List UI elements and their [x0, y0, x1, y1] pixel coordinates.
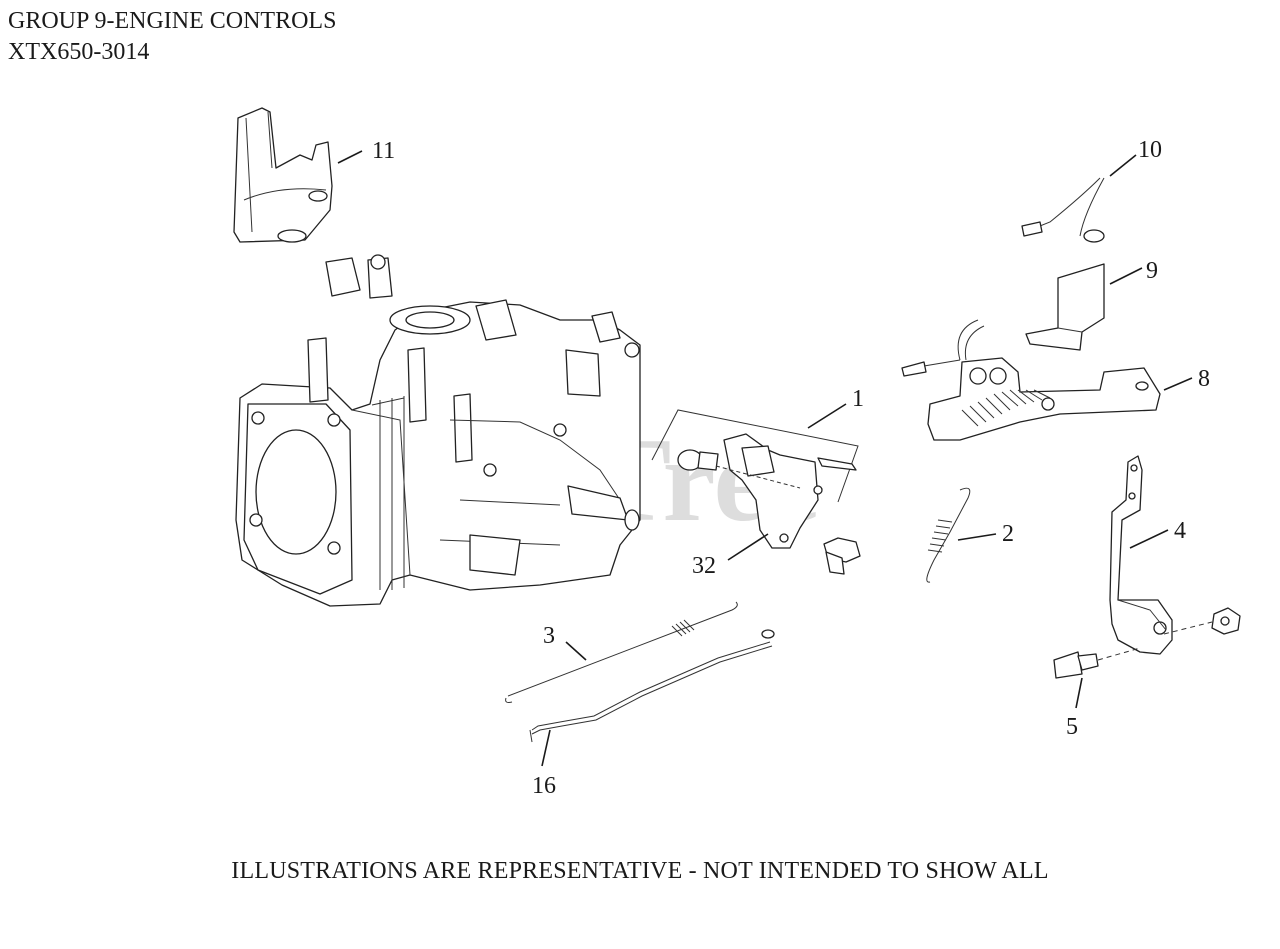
part-8-governor[interactable]	[901, 319, 1161, 441]
title-block: GROUP 9-ENGINE CONTROLS XTX650-3014	[8, 6, 336, 68]
callout-10[interactable]: 10	[1138, 137, 1162, 163]
part-2-spring[interactable]	[926, 487, 971, 583]
callout-11[interactable]: 11	[372, 138, 395, 164]
callout-1[interactable]: 1	[852, 386, 864, 412]
callout-4[interactable]: 4	[1174, 518, 1186, 544]
disclaimer-note: ILLUSTRATIONS ARE REPRESENTATIVE - NOT I…	[231, 858, 1049, 884]
part-11-bracket[interactable]	[233, 107, 333, 243]
callout-2[interactable]: 2	[1002, 521, 1014, 547]
part-4-lever[interactable]	[1109, 455, 1241, 655]
model-number: XTX650-3014	[8, 39, 150, 65]
part-10-wire[interactable]	[1021, 177, 1105, 243]
callout-leaders	[337, 150, 1193, 767]
callout-16[interactable]: 16	[532, 773, 556, 799]
callout-5[interactable]: 5	[1066, 714, 1078, 740]
callout-8[interactable]: 8	[1198, 366, 1210, 392]
callout-numbers: 11 10 9 8 1 2 4 32 3 16 5	[372, 137, 1210, 799]
engine-block[interactable]	[235, 254, 641, 607]
part-3-spring-rod[interactable]	[505, 601, 738, 703]
part-5-pin[interactable]	[1053, 647, 1141, 679]
group-title: GROUP 9-ENGINE CONTROLS	[8, 8, 337, 34]
part-32-bolt[interactable]	[823, 537, 861, 575]
part-1-kit[interactable]	[651, 409, 859, 549]
part-9-plate[interactable]	[1025, 263, 1105, 351]
callout-32[interactable]: 32	[692, 553, 716, 579]
callout-3[interactable]: 3	[543, 623, 555, 649]
callout-9[interactable]: 9	[1146, 258, 1158, 284]
part-16-link[interactable]	[529, 629, 775, 743]
